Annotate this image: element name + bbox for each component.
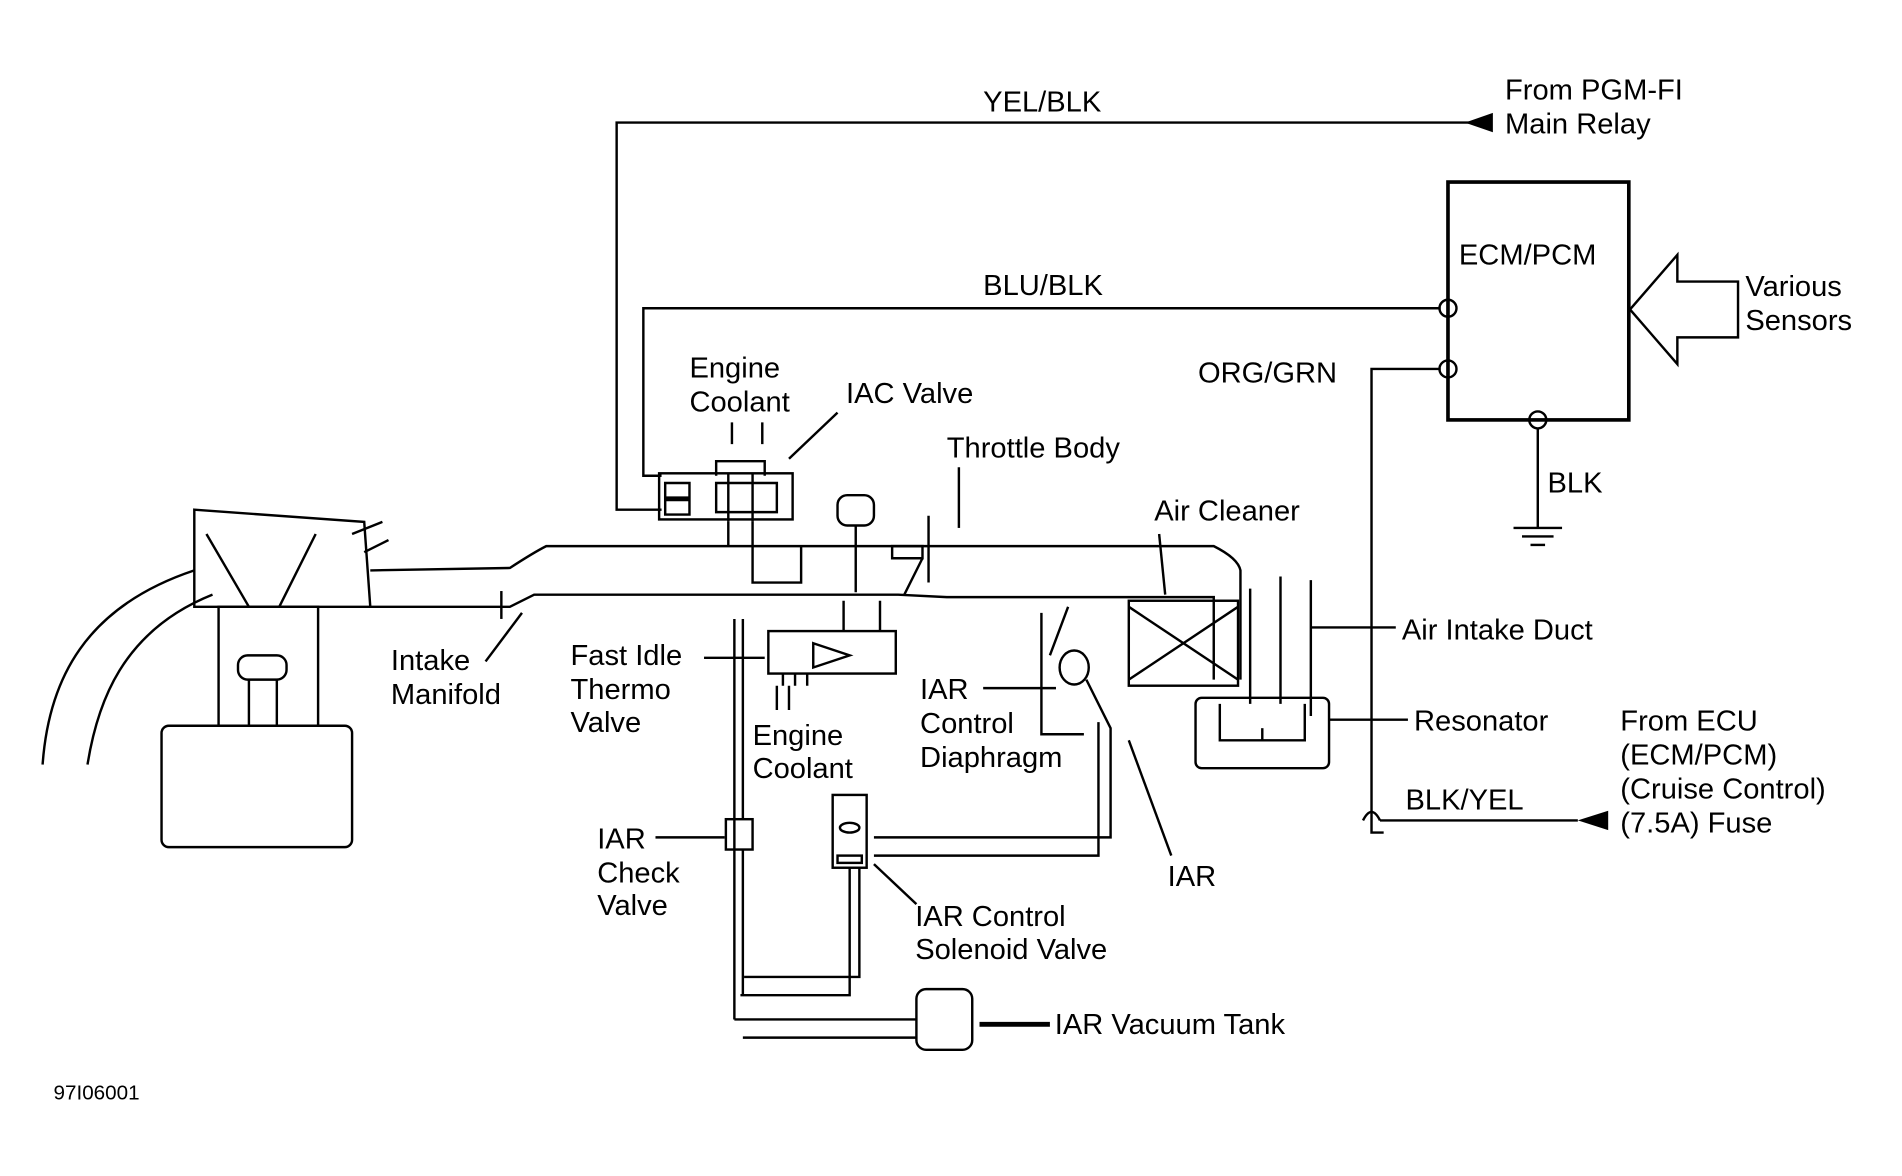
label-blk-yel: BLK/YEL — [1406, 784, 1524, 816]
label-iar-check-1: IAR — [597, 823, 646, 855]
label-org-grn: ORG/GRN — [1198, 357, 1337, 389]
ecm-box — [1446, 180, 1631, 422]
valves — [657, 459, 1112, 1051]
label-iar-solenoid-2: Solenoid Valve — [915, 934, 1107, 966]
label-blu-blk: BLU/BLK — [983, 270, 1103, 302]
figure-id: 97I06001 — [54, 1082, 140, 1105]
label-yel-blk: YEL/BLK — [983, 87, 1102, 119]
label-ecu-2: (ECM/PCM) — [1620, 740, 1777, 772]
label-pgm-fi-2: Main Relay — [1505, 108, 1651, 140]
wire-org-grn — [1370, 367, 1441, 834]
label-intake-1: Intake — [391, 645, 470, 677]
label-coolant-top-1: Engine — [689, 352, 780, 384]
label-ecu-1: From ECU — [1620, 706, 1757, 738]
ground-icon — [1513, 526, 1563, 547]
label-ecu-4: (7.5A) Fuse — [1620, 808, 1772, 840]
label-fast-idle-3: Valve — [571, 707, 642, 739]
label-throttle-body: Throttle Body — [947, 433, 1121, 465]
label-air-intake-duct: Air Intake Duct — [1402, 615, 1593, 647]
label-coolant-top-2: Coolant — [689, 386, 789, 418]
label-sensors-2: Sensors — [1745, 305, 1852, 337]
label-intake-2: Manifold — [391, 679, 501, 711]
iar-check-valve-icon — [724, 817, 754, 851]
wire-blu-blk — [642, 307, 1441, 477]
pointer-arrows — [484, 411, 1408, 1027]
label-air-cleaner: Air Cleaner — [1154, 496, 1300, 528]
label-iar-check-2: Check — [597, 857, 680, 889]
label-iar-diaphragm-1: IAR — [920, 674, 969, 706]
engine-icon — [41, 508, 390, 849]
label-iar-solenoid-1: IAR Control — [915, 901, 1065, 933]
label-coolant-bottom-1: Engine — [753, 720, 844, 752]
label-iar-diaphragm-2: Control — [920, 708, 1014, 740]
label-ecu-3: (Cruise Control) — [1620, 774, 1825, 806]
label-iar-check-3: Valve — [597, 890, 668, 922]
label-blk: BLK — [1547, 468, 1603, 500]
label-iar: IAR — [1168, 861, 1217, 893]
label-iar-diaphragm-3: Diaphragm — [920, 742, 1062, 774]
label-fast-idle-1: Fast Idle — [571, 640, 683, 672]
iar-diaphragm-icon — [1058, 649, 1090, 686]
label-coolant-bottom-2: Coolant — [753, 753, 853, 785]
arrow-ecu-fuse — [1577, 810, 1609, 831]
label-pgm-fi-1: From PGM-FI — [1505, 75, 1683, 107]
iac-valve-icon — [657, 472, 794, 521]
sensors-input-arrow-icon — [1628, 251, 1740, 368]
intake-tract — [370, 544, 1331, 770]
label-ecm: ECM/PCM — [1459, 240, 1596, 272]
arrow-pgm-fi — [1464, 112, 1493, 133]
iar-vacuum-tank-icon — [915, 987, 974, 1051]
wire-yel-blk — [615, 121, 1475, 511]
label-sensors-1: Various — [1745, 271, 1842, 303]
label-iac-valve: IAC Valve — [846, 378, 973, 410]
label-iar-tank: IAR Vacuum Tank — [1055, 1009, 1286, 1041]
labels: YEL/BLK From PGM-FI Main Relay ECM/PCM V… — [54, 75, 1853, 1105]
label-fast-idle-2: Thermo — [571, 674, 671, 706]
wiring — [615, 112, 1740, 834]
fast-idle-thermo-valve-icon — [767, 629, 897, 675]
label-resonator: Resonator — [1414, 706, 1549, 738]
